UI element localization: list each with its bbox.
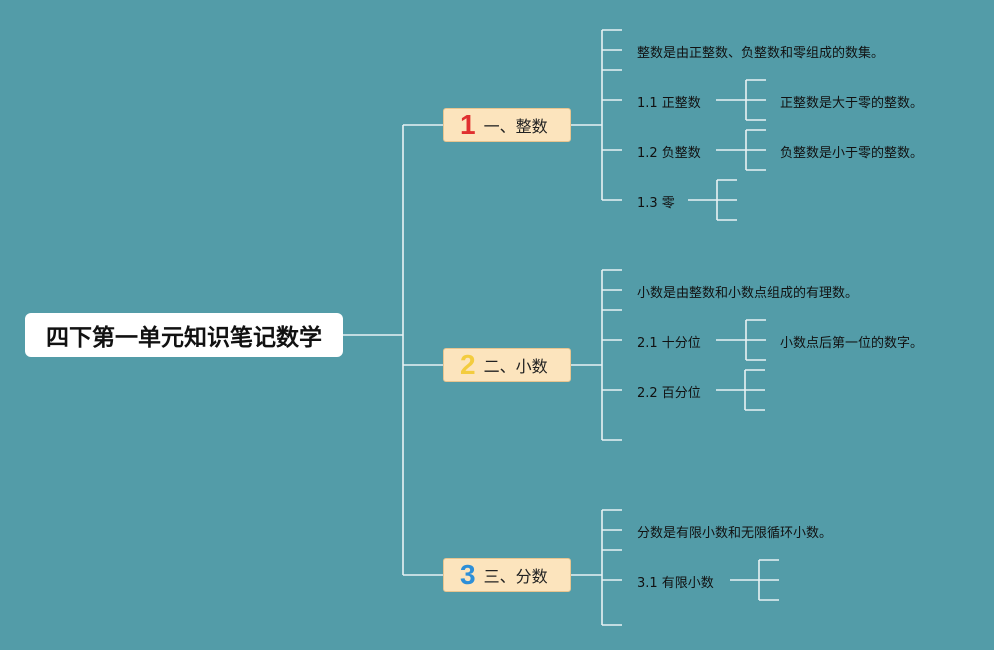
topic-zero[interactable]: 1.3 零 (637, 196, 675, 211)
note-tenths[interactable]: 小数点后第一位的数字。 (780, 336, 924, 351)
topic-finite-decimals[interactable]: 3.1 有限小数 (637, 576, 714, 591)
summary-integers[interactable]: 整数是由正整数、负整数和零组成的数集。 (637, 46, 885, 61)
note-negative-integers[interactable]: 负整数是小于零的整数。 (780, 146, 924, 161)
note-positive-integers[interactable]: 正整数是大于零的整数。 (780, 96, 924, 111)
branch-label: 二、小数 (483, 357, 548, 376)
branch-decimals[interactable]: 2 二、小数 (443, 348, 571, 382)
topic-tenths[interactable]: 2.1 十分位 (637, 336, 701, 351)
branch-integers[interactable]: 1 一、整数 (443, 108, 571, 142)
branch-fractions[interactable]: 3 三、分数 (443, 558, 571, 592)
topic-negative-integers[interactable]: 1.2 负整数 (637, 146, 701, 161)
number-badge-1: 1 (460, 109, 476, 140)
topic-positive-integers[interactable]: 1.1 正整数 (637, 96, 701, 111)
number-badge-2: 2 (460, 349, 476, 380)
summary-fractions[interactable]: 分数是有限小数和无限循环小数。 (637, 526, 833, 541)
branch-label: 一、整数 (483, 117, 548, 136)
topic-hundredths[interactable]: 2.2 百分位 (637, 386, 701, 401)
branch-label: 三、分数 (483, 567, 548, 586)
summary-decimals[interactable]: 小数是由整数和小数点组成的有理数。 (637, 286, 859, 301)
number-badge-3: 3 (460, 559, 476, 590)
root-topic[interactable]: 四下第一单元知识笔记数学 (25, 313, 343, 357)
